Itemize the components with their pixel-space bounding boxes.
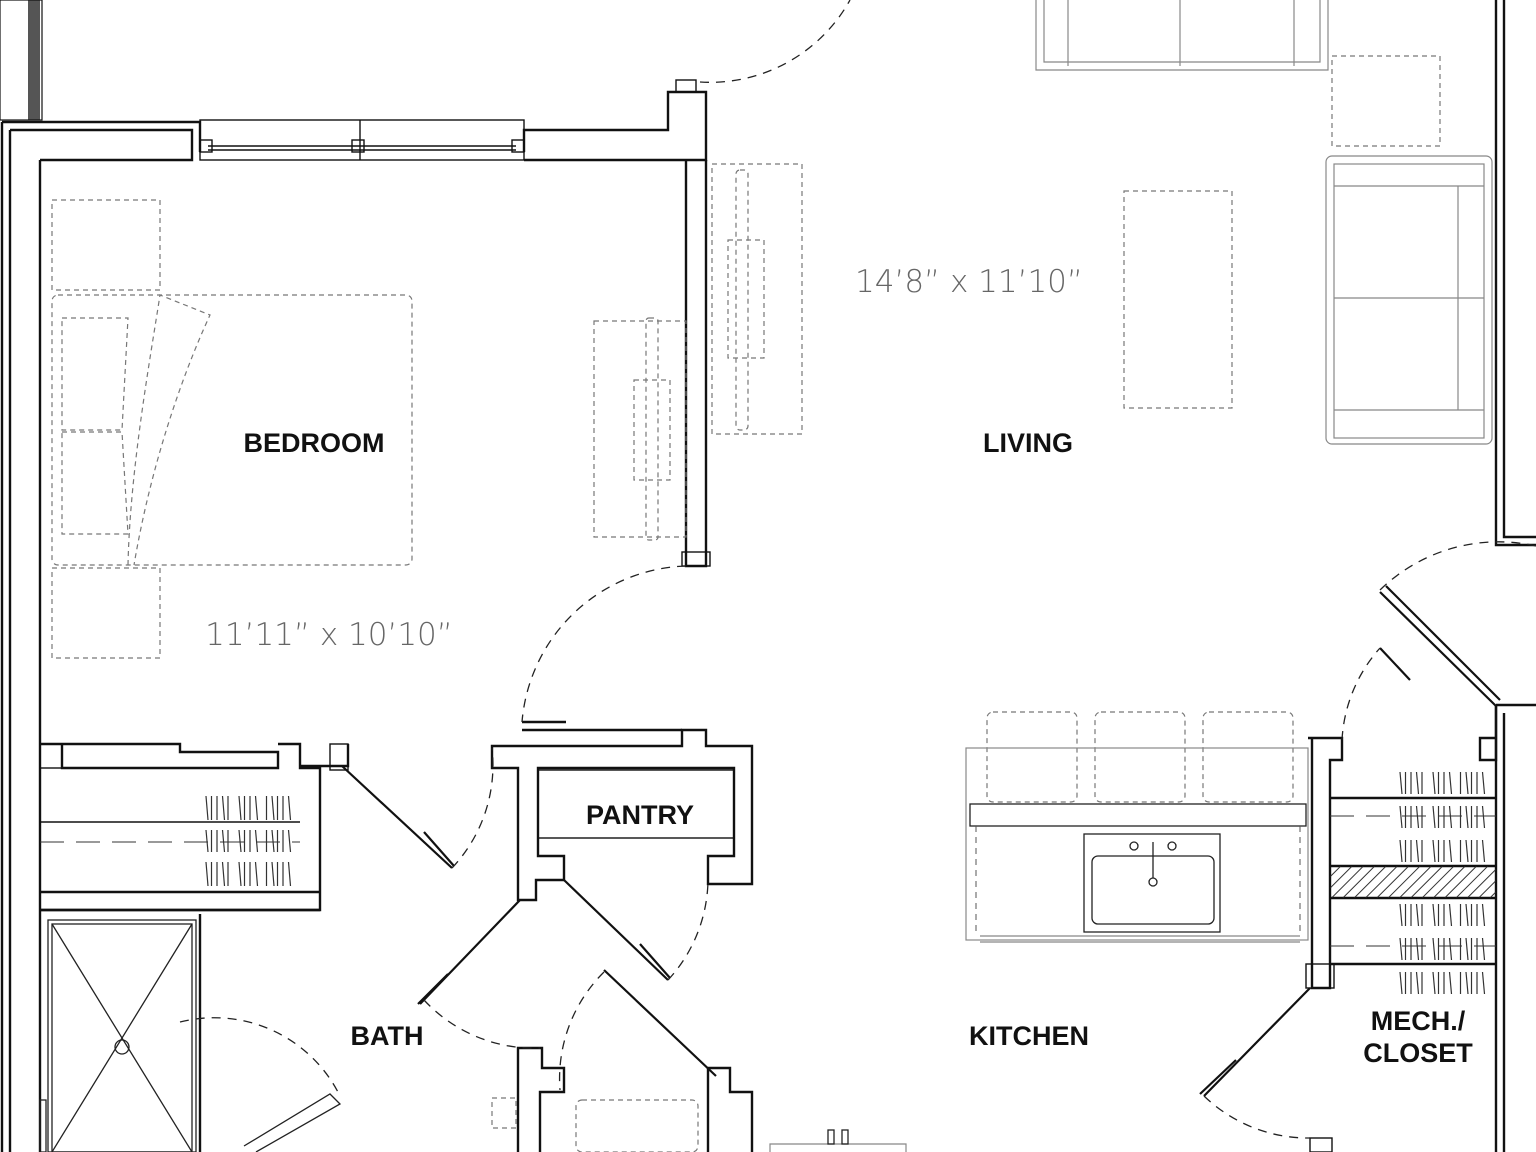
room-label-living: LIVING (983, 428, 1073, 458)
hanger-mark (1481, 971, 1486, 995)
hanger-mark (1448, 971, 1453, 995)
hanger-mark (287, 861, 292, 887)
hanger-mark (1481, 771, 1486, 795)
hanger-mark (221, 829, 226, 853)
hanger-mark (221, 795, 226, 821)
bedroom-window (199, 119, 525, 161)
dimension-bedroom: 11’11” x 10’10” (205, 617, 453, 653)
hanger-mark (1465, 839, 1469, 863)
hanger-mark (1481, 937, 1486, 961)
hanger-mark (254, 829, 259, 853)
hanger-mark (1399, 971, 1403, 995)
hanger-mark (1399, 937, 1403, 961)
hanger-mark (271, 861, 275, 887)
room-label-pantry: PANTRY (586, 800, 694, 830)
hanger-mark (205, 829, 209, 853)
hanger-mark (1432, 903, 1436, 927)
hanger-mark (1399, 771, 1403, 795)
hanger-mark (1448, 805, 1453, 829)
hanger-mark (254, 861, 259, 887)
hanger-mark (1465, 771, 1469, 795)
bedroom-furniture (51, 199, 687, 659)
room-label-kitchen: KITCHEN (969, 1021, 1089, 1051)
hanger-mark (1448, 839, 1453, 863)
hanger-mark (205, 861, 209, 887)
hanger-mark (1448, 903, 1453, 927)
hanger-mark (1432, 771, 1436, 795)
room-label-bath: BATH (351, 1021, 424, 1051)
doors (341, 0, 1536, 1139)
hanger-mark (205, 795, 209, 821)
hanger-mark (1432, 937, 1436, 961)
room-label-bedroom: BEDROOM (244, 428, 385, 458)
hanger-mark (1465, 805, 1469, 829)
bath-fixtures (39, 914, 907, 1152)
hanger-mark (1432, 839, 1436, 863)
room-label-mech-line1: MECH./ (1371, 1006, 1466, 1036)
hanger-mark (1465, 971, 1469, 995)
hanger-mark (1432, 805, 1436, 829)
hanger-mark (238, 829, 242, 853)
closet-shelving (40, 771, 1496, 995)
dimension-living: 14’8” x 11’10” (855, 264, 1083, 300)
hanger-mark (1481, 839, 1486, 863)
hanger-mark (1415, 839, 1420, 863)
hanger-mark (1432, 971, 1436, 995)
hanger-mark (1399, 903, 1403, 927)
hanger-mark (1481, 903, 1486, 927)
hanger-mark (1465, 937, 1469, 961)
kitchen-island (965, 711, 1309, 943)
hanger-mark (1415, 771, 1420, 795)
hanger-mark (238, 861, 242, 887)
hanger-mark (221, 861, 226, 887)
hanger-mark (271, 795, 275, 821)
living-furniture (711, 0, 1493, 445)
hanger-mark (238, 795, 242, 821)
hanger-mark (254, 795, 259, 821)
hanger-mark (271, 829, 275, 853)
hanger-mark (1415, 971, 1420, 995)
hanger-mark (1415, 903, 1420, 927)
hanger-mark (287, 829, 292, 853)
interior-walls (39, 706, 1498, 1152)
hanger-mark (1415, 805, 1420, 829)
hanger-mark (1448, 937, 1453, 961)
hanger-mark (1465, 903, 1469, 927)
hanger-mark (1415, 937, 1420, 961)
hanger-mark (287, 795, 292, 821)
hanger-mark (1481, 805, 1486, 829)
hanger-mark (1448, 771, 1453, 795)
room-label-mech-line2: CLOSET (1363, 1038, 1473, 1068)
dimension-labels: 14’8” x 11’10” 11’11” x 10’10” (205, 264, 1083, 653)
room-labels: BEDROOM LIVING PANTRY BATH KITCHEN MECH.… (244, 428, 1474, 1068)
hanger-mark (1399, 805, 1403, 829)
hanger-mark (1399, 839, 1403, 863)
